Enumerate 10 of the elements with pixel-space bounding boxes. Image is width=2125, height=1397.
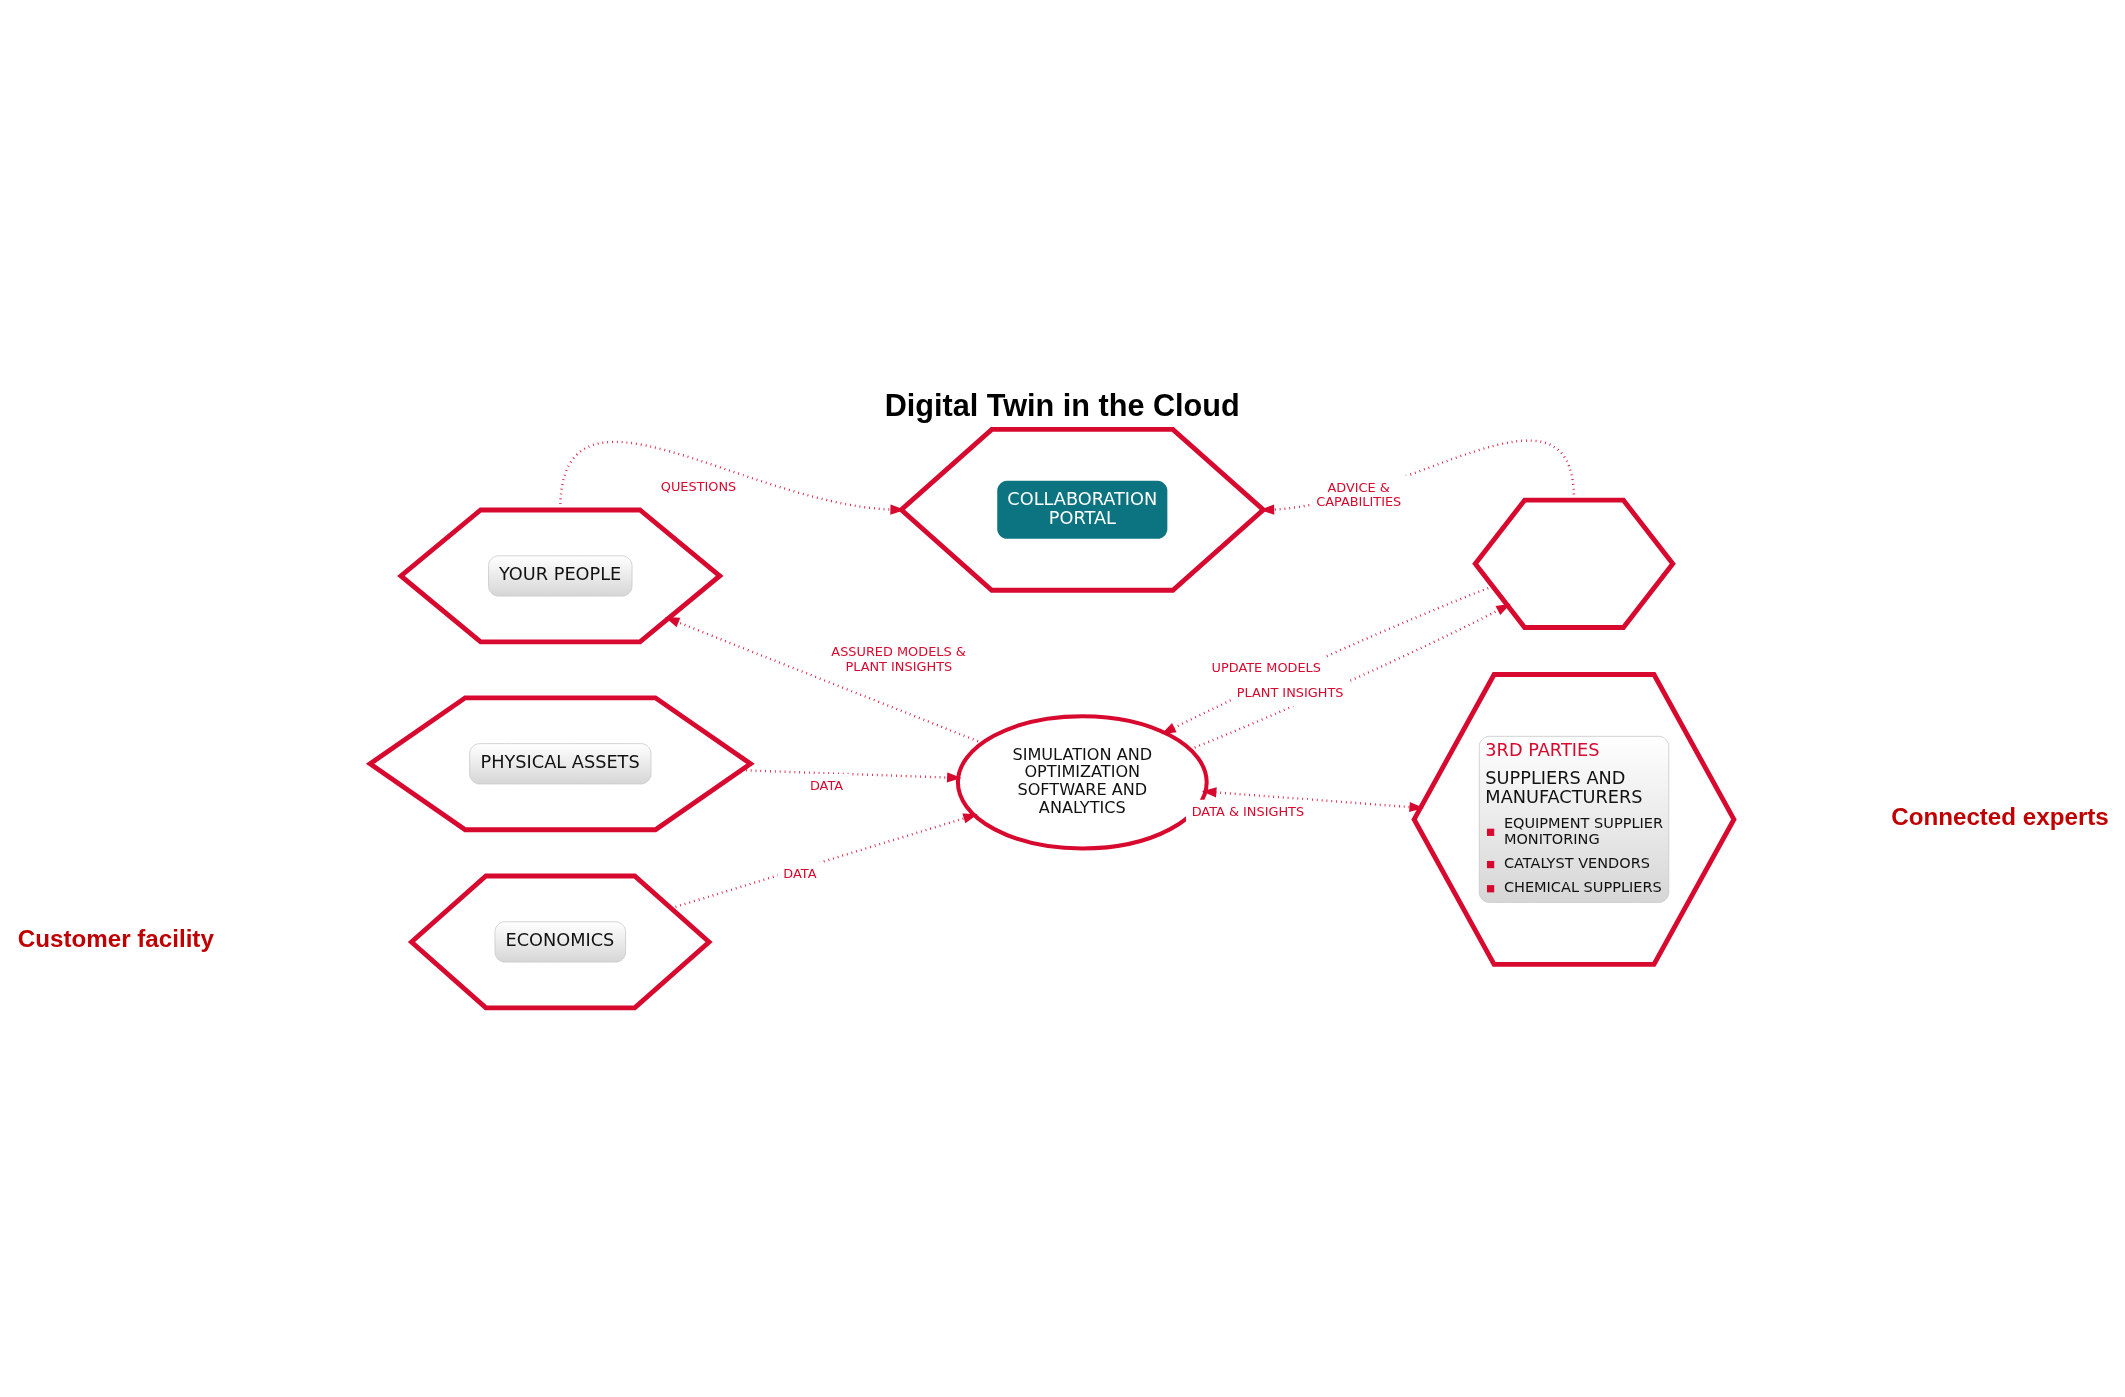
edge-label: ADVICE & CAPABILITIES — [1316, 479, 1402, 510]
edge-label: UPDATE MODELS — [1211, 660, 1321, 676]
edge-label: DATA — [809, 778, 844, 794]
label: Customer facility — [17, 925, 214, 953]
label: Connected experts — [1891, 802, 2109, 830]
edge-label: QUESTIONS — [660, 478, 737, 494]
diagram-title: Digital Twin in the Cloud — [884, 388, 1240, 423]
edge-label: ASSURED MODELS & PLANT INSIGHTS — [831, 644, 966, 674]
edge-label: DATA — [783, 865, 817, 881]
edge-label: PLANT INSIGHTS — [1236, 684, 1344, 700]
